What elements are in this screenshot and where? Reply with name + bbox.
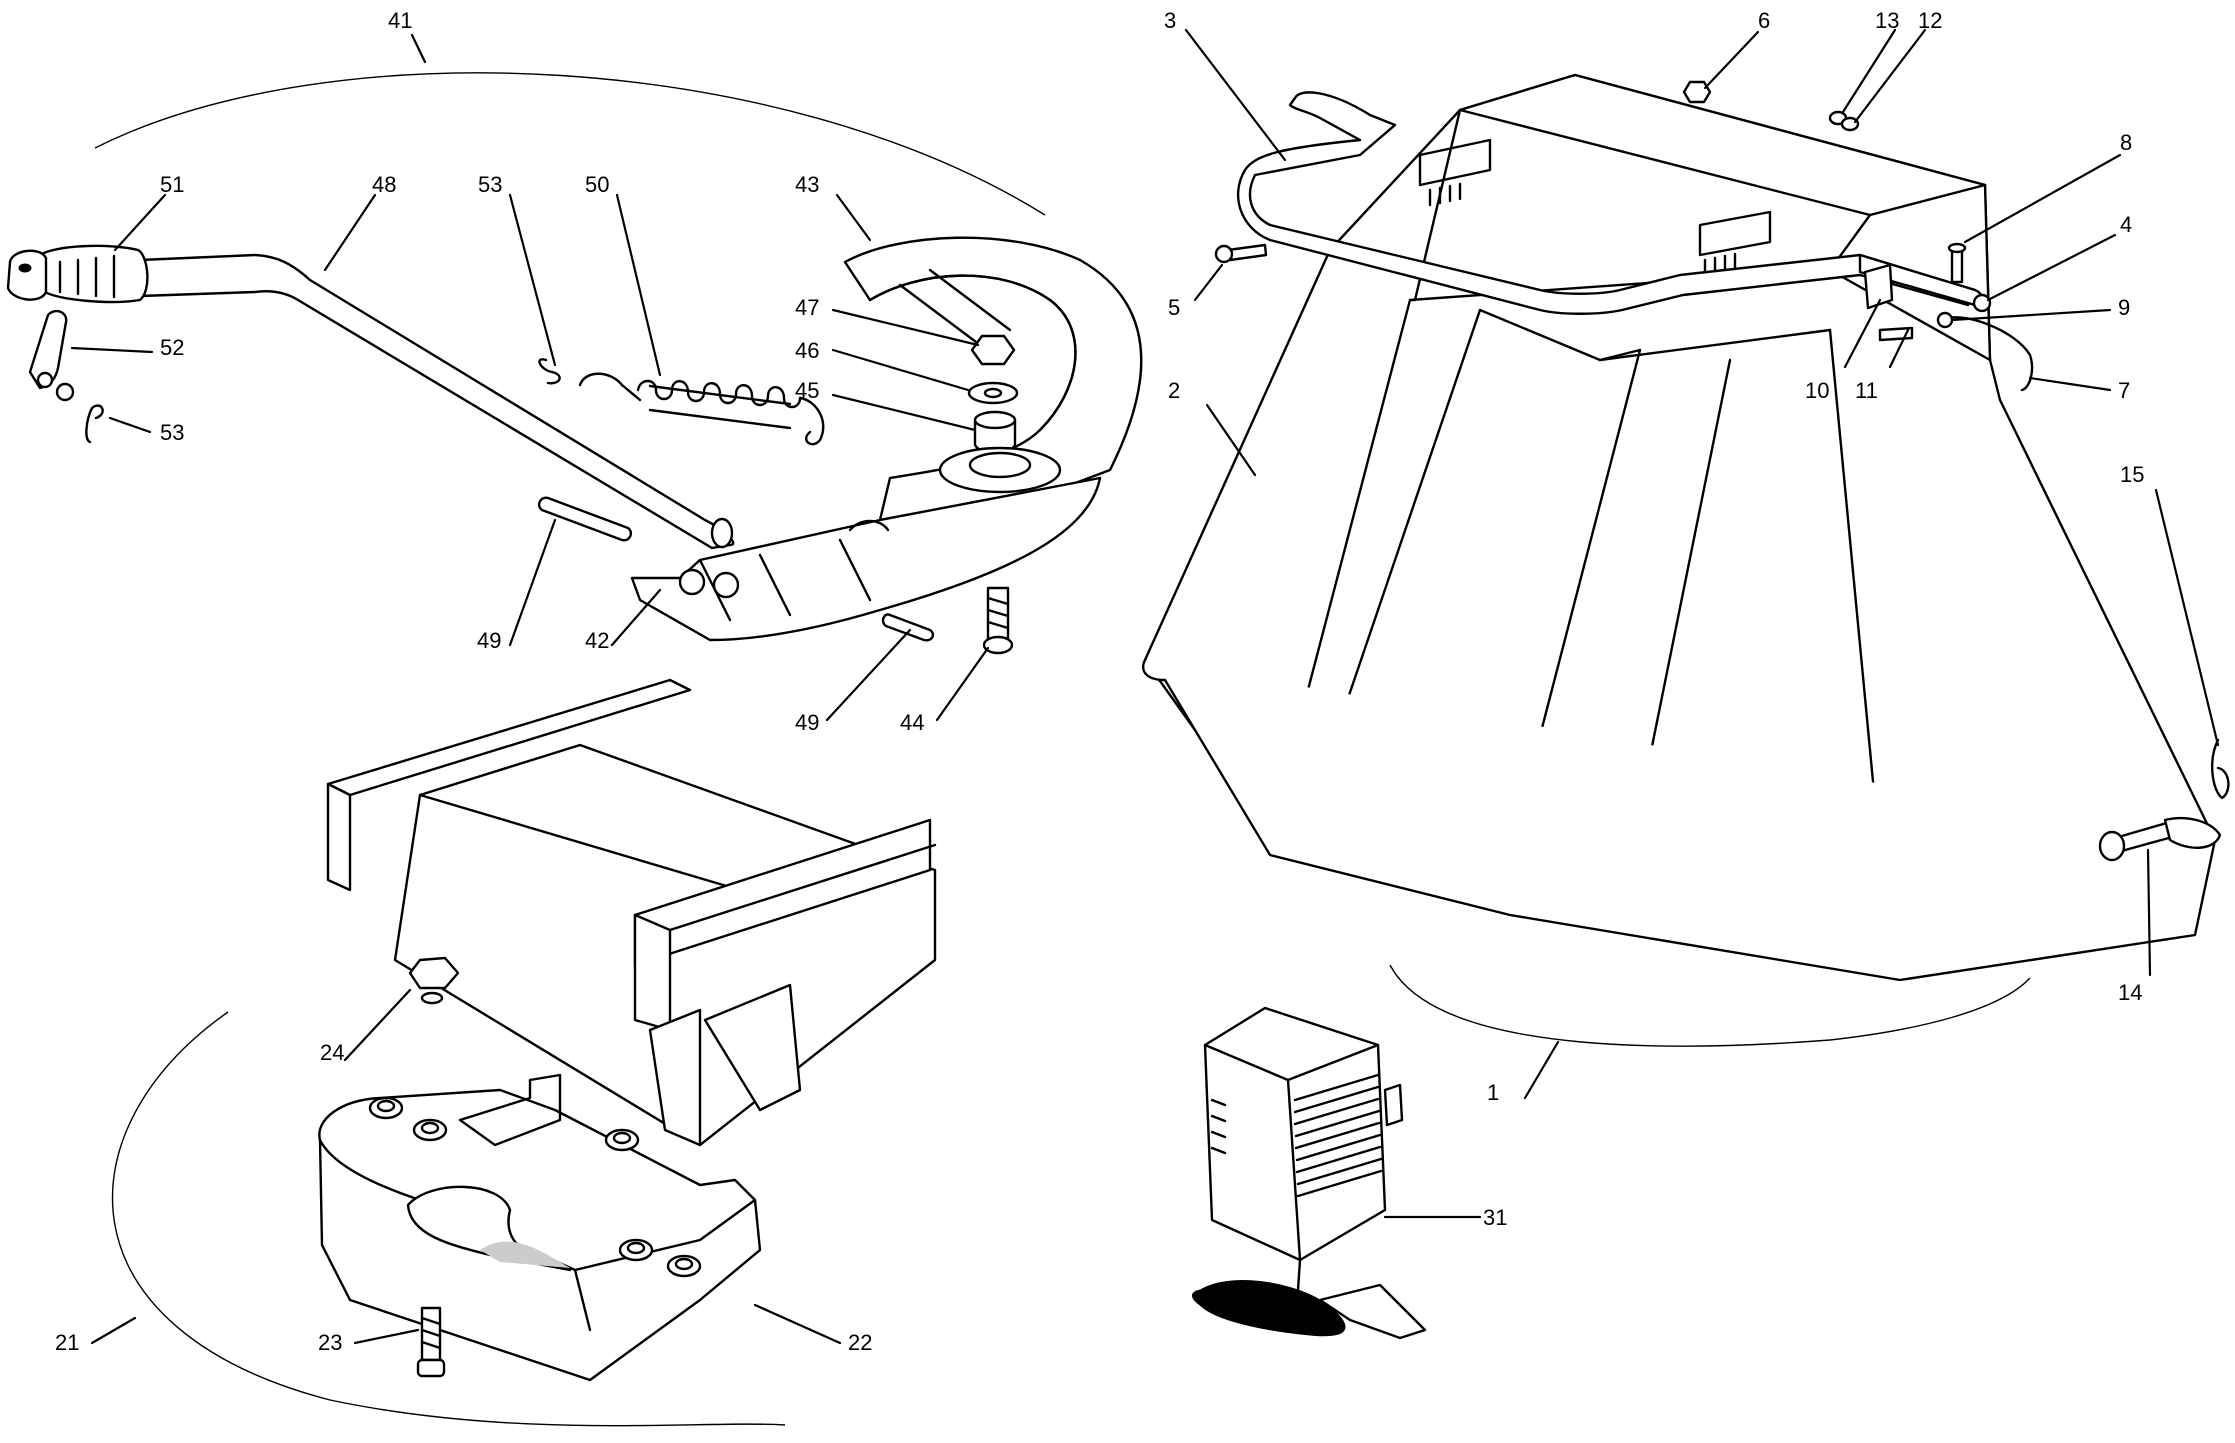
pin-lower bbox=[881, 613, 935, 642]
callout-8: 8 bbox=[2120, 130, 2132, 155]
callout-41: 41 bbox=[388, 8, 412, 33]
weight-step bbox=[458, 1073, 562, 1147]
callout-10: 10 bbox=[1805, 378, 1829, 403]
callout-1: 1 bbox=[1487, 1080, 1499, 1105]
charger-body bbox=[1203, 1006, 1387, 1262]
frame-leg-right bbox=[703, 983, 802, 1112]
callout-7: 7 bbox=[2118, 378, 2130, 403]
callout-21: 21 bbox=[55, 1330, 79, 1355]
collector-rim bbox=[1142, 658, 2217, 982]
bolt-5 bbox=[1226, 243, 1268, 262]
frame-leg-left bbox=[648, 1008, 702, 1147]
callout-9: 9 bbox=[2118, 295, 2130, 320]
pin-upper bbox=[537, 496, 633, 542]
callout-15: 15 bbox=[2120, 462, 2144, 487]
group-arc-21 bbox=[111, 1011, 786, 1427]
collector-handle-bar bbox=[1236, 91, 1977, 315]
lift-handle-assembly bbox=[6, 236, 1143, 655]
callout-13: 13 bbox=[1875, 8, 1899, 33]
charger-cable bbox=[1192, 1280, 1346, 1337]
tension-spring bbox=[620, 379, 825, 446]
callout-4: 4 bbox=[2120, 212, 2132, 237]
nut-24 bbox=[408, 956, 460, 990]
battery-charger bbox=[1192, 1006, 1427, 1340]
callout-23: 23 bbox=[318, 1330, 342, 1355]
callout-11: 11 bbox=[1855, 378, 1878, 403]
callout-47: 47 bbox=[795, 295, 819, 320]
spring-clip-7 bbox=[1940, 316, 2034, 392]
callout-31: 31 bbox=[1483, 1205, 1507, 1230]
callout-48: 48 bbox=[372, 172, 396, 197]
callout-12: 12 bbox=[1918, 8, 1942, 33]
lid-brush-right bbox=[1698, 210, 1772, 277]
callout-2: 2 bbox=[1168, 378, 1180, 403]
r-clip-15 bbox=[2211, 738, 2230, 800]
frame-section bbox=[318, 678, 937, 1382]
callout-5: 5 bbox=[1168, 295, 1180, 320]
callout-3: 3 bbox=[1164, 8, 1176, 33]
leader-lines bbox=[70, 28, 2220, 1345]
end-cap-4 bbox=[1972, 293, 1992, 313]
callout-6: 6 bbox=[1758, 8, 1770, 33]
callout-53-upper: 53 bbox=[478, 172, 502, 197]
callout-43: 43 bbox=[795, 172, 819, 197]
handle-grip bbox=[38, 244, 149, 304]
washer-12 bbox=[1840, 116, 1860, 132]
callout-22: 22 bbox=[848, 1330, 872, 1355]
charger-plug bbox=[1383, 1083, 1404, 1127]
callout-53-lower: 53 bbox=[160, 420, 184, 445]
bolt-8 bbox=[1950, 248, 1964, 284]
group-arc-41 bbox=[94, 72, 1046, 216]
callout-42: 42 bbox=[585, 628, 609, 653]
callout-labels: 41 3 6 13 12 51 48 53 50 43 8 4 47 46 5 … bbox=[55, 8, 2144, 1355]
lid-brush-left bbox=[1418, 138, 1492, 207]
hinge-eye bbox=[2163, 816, 2222, 849]
callout-50: 50 bbox=[585, 172, 609, 197]
spring-hook-left bbox=[538, 358, 561, 385]
callout-49-left: 49 bbox=[477, 628, 501, 653]
handle-rod-end bbox=[710, 517, 734, 549]
callout-51: 51 bbox=[160, 172, 184, 197]
nut-47 bbox=[970, 334, 1016, 366]
callout-24: 24 bbox=[320, 1040, 344, 1065]
callout-14: 14 bbox=[2118, 980, 2142, 1005]
callout-49-right: 49 bbox=[795, 710, 819, 735]
base-plate bbox=[630, 476, 1102, 642]
grip-knob bbox=[6, 249, 48, 301]
handle-rod bbox=[138, 253, 735, 550]
nut-9 bbox=[1936, 311, 1954, 329]
grass-collector-assembly bbox=[1142, 73, 2230, 982]
charger-vent-lines bbox=[1210, 1073, 1383, 1198]
callout-45: 45 bbox=[795, 378, 819, 403]
latch-hole bbox=[36, 371, 54, 389]
clamp-10 bbox=[1863, 263, 1894, 310]
charger-clip bbox=[1318, 1283, 1427, 1340]
nut-6 bbox=[1682, 80, 1712, 104]
callout-44: 44 bbox=[900, 710, 924, 735]
group-arc-1 bbox=[1389, 964, 2031, 1047]
callout-52: 52 bbox=[160, 335, 184, 360]
hook-clip-lower bbox=[85, 404, 104, 444]
latch-pivot bbox=[55, 382, 75, 402]
callout-46: 46 bbox=[795, 338, 819, 363]
weight-studs bbox=[368, 1096, 702, 1278]
base-pivot bbox=[678, 568, 706, 596]
